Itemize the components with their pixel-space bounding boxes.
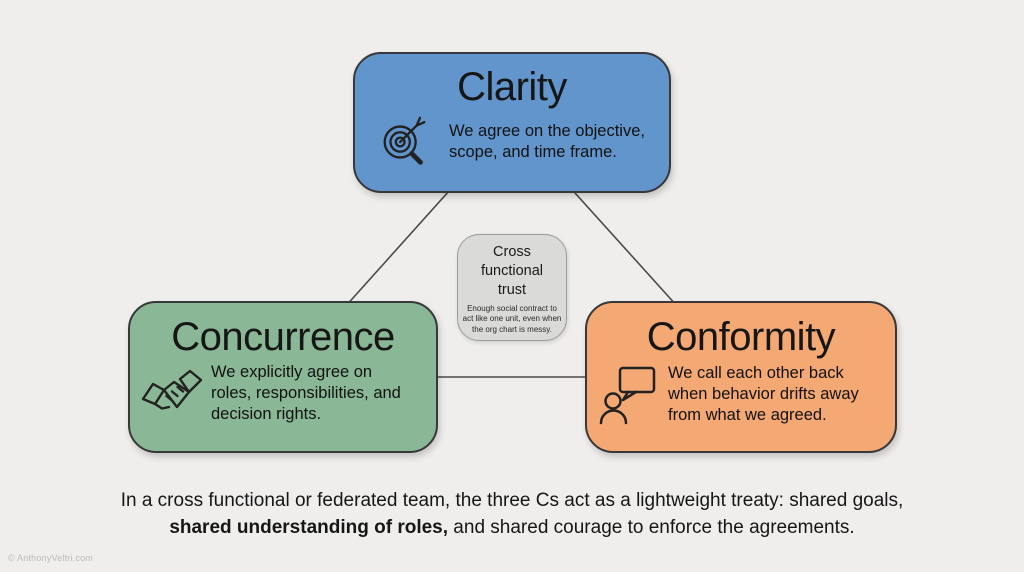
cross-functional-trust-card: Cross functional trust Enough social con… xyxy=(457,234,567,341)
clarity-title: Clarity xyxy=(457,65,567,109)
summary-line1: In a cross functional or federated team,… xyxy=(120,490,904,511)
summary-line2-bold: shared understanding of roles, xyxy=(169,517,449,538)
conformity-description: We call each other back when behavior dr… xyxy=(668,363,859,424)
concurrence-body: We explicitly agree on roles, responsibi… xyxy=(130,362,436,425)
handshake-icon xyxy=(139,367,205,419)
conformity-body: We call each other back when behavior dr… xyxy=(587,363,895,426)
watermark: © AnthonyVeltri.com xyxy=(8,553,93,563)
person-speech-bubble-icon xyxy=(599,363,659,425)
concurrence-description: We explicitly agree on roles, responsibi… xyxy=(211,362,401,423)
trust-title: Cross functional trust xyxy=(480,244,544,298)
clarity-body: We agree on the objective, scope, and ti… xyxy=(355,113,669,171)
clarity-description: We agree on the objective, scope, and ti… xyxy=(449,121,645,161)
conformity-card: Conformity We call each other back when … xyxy=(585,301,897,453)
clarity-card: Clarity We agree on the objective, scope… xyxy=(353,52,671,193)
concurrence-card: Concurrence We explicitly agree on roles… xyxy=(128,301,438,453)
concurrence-title: Concurrence xyxy=(171,315,395,359)
trust-description: Enough social contract to act like one u… xyxy=(462,303,562,334)
summary-text: In a cross functional or federated team,… xyxy=(0,487,1024,541)
summary-line2-rest: and shared courage to enforce the agreem… xyxy=(448,517,855,538)
target-magnifier-icon xyxy=(376,113,434,171)
conformity-title: Conformity xyxy=(646,315,836,359)
